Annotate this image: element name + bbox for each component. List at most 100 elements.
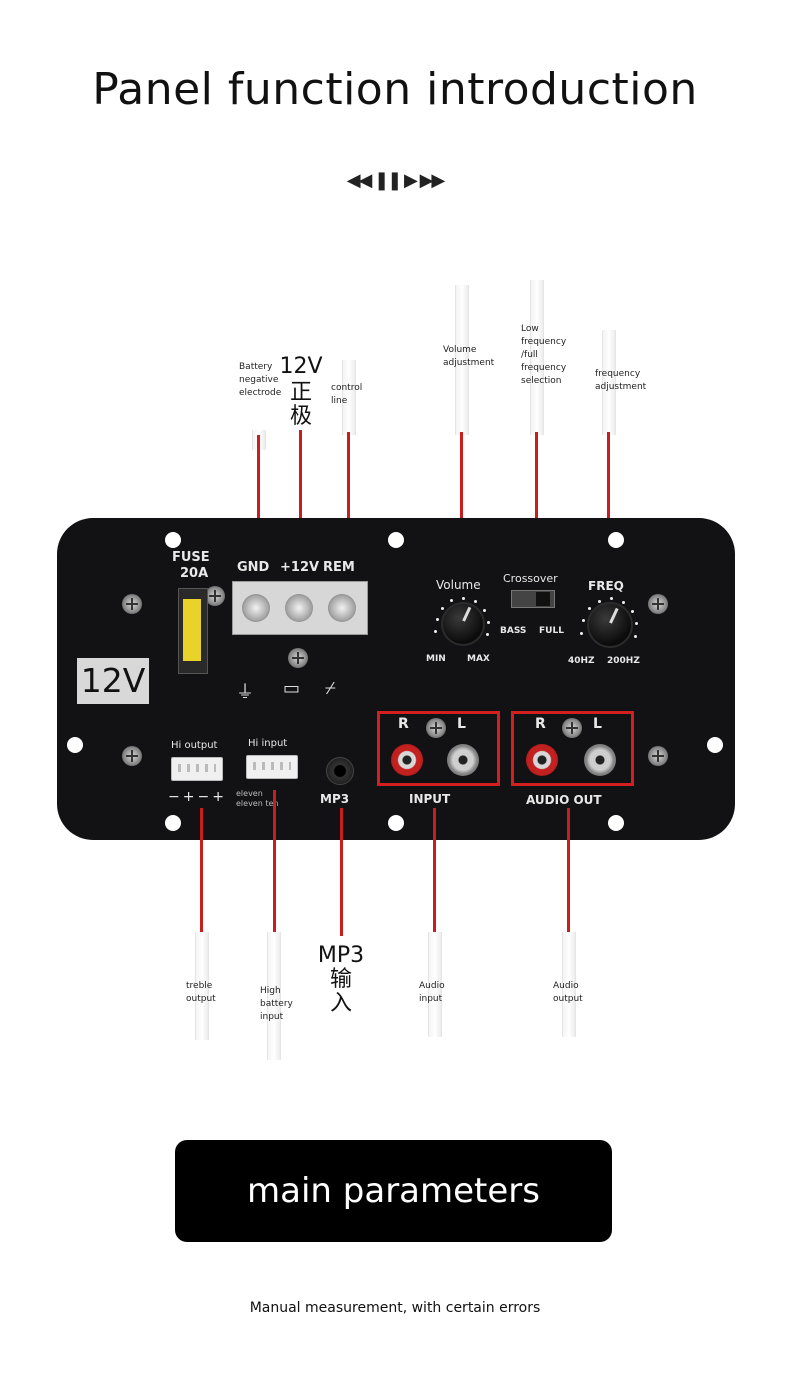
label-audio-input: Audio input	[419, 981, 445, 1004]
battery-icon: ▭	[283, 678, 301, 699]
cable-high-battery	[267, 932, 281, 1060]
lead-crossover	[535, 432, 538, 592]
crossover-bass-label: BASS	[500, 626, 527, 636]
terminal-screw-12v[interactable]	[285, 594, 313, 622]
terminal-12v-label: +12V	[280, 560, 320, 575]
mount-hole-right	[707, 737, 723, 753]
hi-output-connector[interactable]	[171, 757, 223, 781]
cable-treble-output	[195, 932, 209, 1040]
label-mp3-cn: 输 入	[329, 967, 352, 1016]
hi-input-note-2: eleven ten	[236, 799, 279, 808]
page-title: Panel function introduction	[92, 64, 698, 115]
audio-out-label: AUDIO OUT	[526, 793, 602, 807]
freq-knob[interactable]	[587, 602, 633, 648]
fuse-label: FUSE	[172, 550, 210, 565]
hi-input-label: Hi input	[248, 738, 288, 749]
hi-input-note-1: eleven	[236, 789, 263, 798]
label-12v: 12V	[279, 354, 323, 379]
volume-label: Volume	[436, 578, 481, 592]
cable-audio-input	[428, 932, 442, 1037]
freq-40hz-label: 40HZ	[568, 656, 595, 666]
main-parameters-banner: main parameters	[175, 1140, 612, 1242]
lead-volume	[460, 432, 463, 602]
screw-icon	[426, 718, 446, 738]
mount-hole	[165, 532, 181, 548]
label-high-battery-input: High battery input	[260, 986, 293, 1022]
freq-200hz-label: 200HZ	[607, 656, 640, 666]
switch-icon: ⌿	[325, 678, 336, 699]
terminal-gnd-label: GND	[237, 560, 270, 575]
volume-max-label: MAX	[467, 654, 490, 664]
mount-hole	[165, 815, 181, 831]
screw-icon	[648, 746, 668, 766]
lead-rem	[347, 432, 350, 583]
lead-freq	[607, 432, 610, 602]
mount-hole	[608, 532, 624, 548]
output-rca-left[interactable]	[584, 744, 616, 776]
screw-icon	[562, 718, 582, 738]
input-r-label: R	[398, 716, 409, 732]
mount-hole	[608, 815, 624, 831]
hi-input-connector[interactable]	[246, 755, 298, 779]
lead-high-battery	[273, 790, 276, 934]
label-volume-adjustment: Volume adjustment	[443, 345, 495, 368]
label-audio-output: Audio output	[553, 981, 583, 1004]
voltage-badge: 12V	[77, 658, 149, 704]
label-battery-negative: Battery negative electrode	[239, 362, 282, 398]
label-control-line: control line	[331, 383, 363, 406]
terminal-screw-gnd[interactable]	[242, 594, 270, 622]
fuse-value: 20A	[180, 566, 209, 581]
output-l-label: L	[593, 716, 602, 732]
terminal-rem-label: REM	[323, 560, 355, 575]
volume-knob[interactable]	[441, 602, 485, 646]
input-highlight-box	[377, 711, 500, 786]
amplifier-board	[57, 518, 735, 840]
screw-icon	[288, 648, 308, 668]
cable-audio-output	[562, 932, 576, 1037]
measurement-note: Manual measurement, with certain errors	[249, 1300, 541, 1316]
mp3-jack[interactable]	[326, 757, 354, 785]
label-frequency-adjustment: frequency adjustment	[595, 369, 647, 392]
terminal-screw-rem[interactable]	[328, 594, 356, 622]
label-positive-cn: 正 极	[289, 380, 312, 429]
screw-icon	[122, 746, 142, 766]
fuse[interactable]	[178, 588, 208, 674]
hi-output-pins: −+−+	[168, 789, 227, 805]
lead-treble-output	[200, 808, 203, 934]
screw-icon	[205, 586, 225, 606]
cable-volume	[455, 285, 469, 435]
output-r-label: R	[535, 716, 546, 732]
cable-freq	[602, 330, 616, 435]
mount-hole-left	[67, 737, 83, 753]
screw-icon	[648, 594, 668, 614]
input-label: INPUT	[409, 792, 451, 806]
media-controls-icon: ◀◀ ❚❚ ▶ ▶▶	[346, 170, 446, 191]
power-terminal-block[interactable]	[232, 581, 368, 635]
mount-hole	[388, 532, 404, 548]
ground-icon: ⏚	[236, 682, 254, 703]
lead-12v	[299, 430, 302, 583]
input-rca-right[interactable]	[391, 744, 423, 776]
screw-icon	[122, 594, 142, 614]
crossover-label: Crossover	[503, 572, 558, 585]
label-treble-output: treble output	[186, 981, 216, 1004]
mount-hole	[388, 815, 404, 831]
crossover-switch[interactable]	[511, 590, 555, 608]
lead-mp3	[340, 808, 343, 936]
output-highlight-box	[511, 711, 634, 786]
output-rca-right[interactable]	[526, 744, 558, 776]
freq-label: FREQ	[588, 579, 624, 593]
label-low-frequency: Low frequency /full frequency selection	[521, 324, 567, 386]
crossover-full-label: FULL	[539, 626, 564, 636]
cable-rem	[342, 360, 356, 435]
input-l-label: L	[457, 716, 466, 732]
lead-gnd	[257, 435, 260, 583]
input-rca-left[interactable]	[447, 744, 479, 776]
cable-crossover	[530, 280, 544, 435]
hi-output-label: Hi output	[171, 740, 218, 751]
mp3-label: MP3	[320, 792, 350, 806]
lead-audio-output	[567, 808, 570, 934]
lead-audio-input	[433, 808, 436, 934]
volume-min-label: MIN	[426, 654, 446, 664]
label-mp3: MP3	[317, 943, 365, 968]
